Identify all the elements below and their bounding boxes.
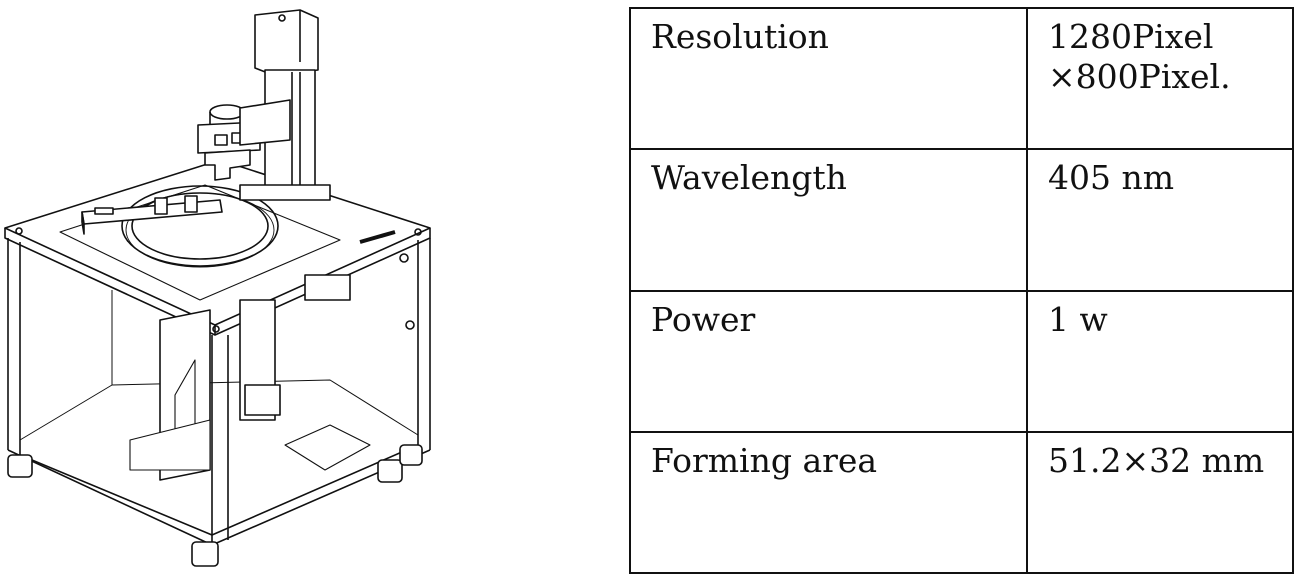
- spec-label: Forming area: [629, 430, 1028, 575]
- lift-mechanism: [129, 274, 351, 481]
- spec-value: 1280Pixel ×800Pixel.: [1026, 6, 1294, 151]
- printer-machine-drawing: [4, 9, 431, 567]
- wiper-arm: [81, 195, 223, 235]
- spec-value: 51.2×32 mm: [1026, 430, 1294, 575]
- print-head: [197, 99, 291, 181]
- table-row: Power 1 w: [629, 289, 1294, 433]
- spec-label: Wavelength: [629, 148, 1028, 292]
- table-row: Forming area 51.2×32 mm: [629, 430, 1294, 575]
- build-ring: [121, 185, 279, 268]
- spec-value: 405 nm: [1026, 148, 1294, 292]
- spec-value: 1 w: [1026, 289, 1294, 433]
- caster-wheels: [7, 444, 423, 567]
- specification-table: Resolution 1280Pixel ×800Pixel. Waveleng…: [629, 6, 1294, 575]
- spec-label: Power: [629, 289, 1028, 433]
- spec-label: Resolution: [629, 6, 1028, 151]
- table-row: Resolution 1280Pixel ×800Pixel.: [629, 6, 1294, 151]
- table-row: Wavelength 405 nm: [629, 148, 1294, 292]
- top-plate: [4, 159, 431, 336]
